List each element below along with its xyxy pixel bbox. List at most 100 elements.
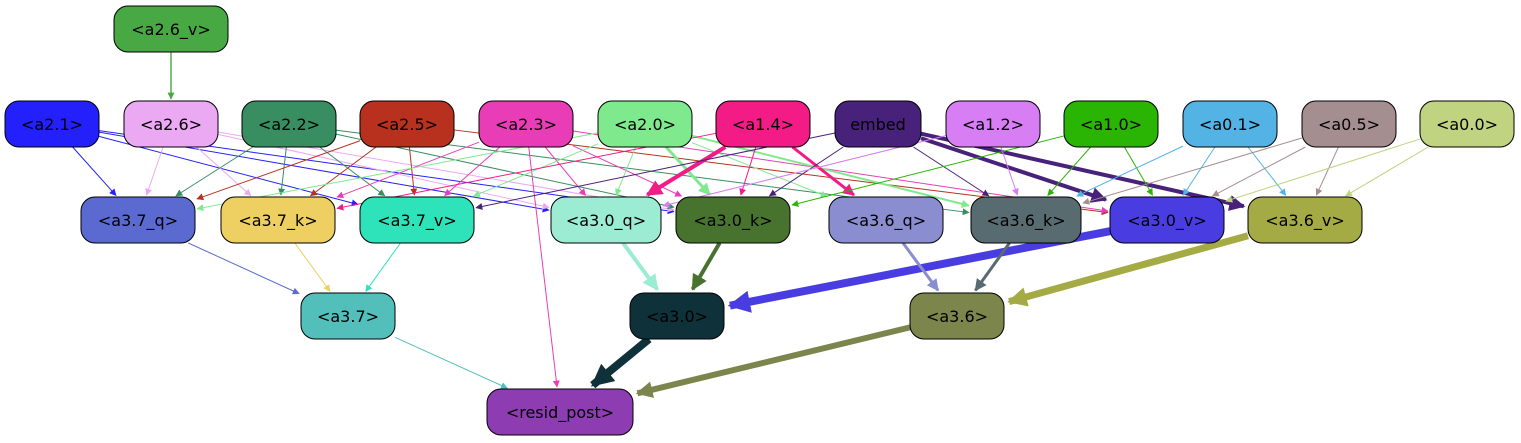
node-a0-1[interactable]: <a0.1> (1182, 100, 1278, 148)
node-label-a3-7-q: <a3.7_q> (98, 211, 178, 231)
edge-a0-5-to-a3-6-k (1082, 137, 1303, 205)
edge-a2-3-to-a3-7-v (444, 146, 501, 197)
node-box-a3-7 (300, 292, 396, 340)
node-label-a0-0: <a0.0> (1436, 115, 1498, 134)
node-a3-6-k[interactable]: <a3.6_k> (970, 196, 1082, 244)
edge-a2-1-to-a3-7-q (72, 146, 117, 196)
node-label-a2-5: <a2.5> (376, 115, 438, 134)
edge-a3-0-to-resid-post (590, 335, 652, 389)
edge-a3-7-k-to-a3-7 (294, 242, 331, 292)
edge-a3-7-to-resid-post (394, 336, 508, 389)
node-a2-6-v[interactable]: <a2.6_v> (113, 5, 229, 53)
node-label-a3-6-q: <a3.6_q> (846, 211, 926, 231)
node-a1-0[interactable]: <a1.0> (1063, 100, 1159, 148)
node-a3-7-v[interactable]: <a3.7_v> (359, 196, 475, 244)
edge-a2-5-to-a3-7-v (408, 146, 418, 196)
node-a3-0-q[interactable]: <a3.0_q> (550, 196, 662, 244)
edge-a2-6-to-a3-7-q (145, 146, 164, 196)
node-a0-0[interactable]: <a0.0> (1419, 100, 1515, 148)
node-a3-6-v[interactable]: <a3.6_v> (1247, 196, 1363, 244)
edge-a1-0-to-a3-0-v (1123, 146, 1153, 196)
node-a3-0-v[interactable]: <a3.0_v> (1109, 196, 1225, 244)
node-label-embed: embed (850, 115, 906, 134)
edge-embed-to-a3-6-k (913, 146, 990, 197)
node-label-a0-1: <a0.1> (1199, 115, 1261, 134)
edge-a1-4-to-a3-0-k (739, 146, 757, 196)
node-label-a3-7-v: <a3.7_v> (377, 211, 457, 231)
node-box-a3-6-q (828, 196, 944, 244)
edge-embed-to-a3-0-v (920, 136, 1108, 203)
nodes-layer: <a2.6_v> <a2.1> <a2.6> <a2.2> <a2.5> <a2.3> <a… (4, 5, 1515, 436)
node-box-a3-0-q (550, 196, 662, 244)
node-label-a1-0: <a1.0> (1080, 115, 1142, 134)
node-label-a3-7: <a3.7> (317, 307, 379, 326)
node-box-a3-0-v (1109, 196, 1225, 244)
node-a2-2[interactable]: <a2.2> (241, 100, 337, 148)
node-label-a1-2: <a1.2> (962, 115, 1024, 134)
node-box-a2-2 (241, 100, 337, 148)
node-label-a2-6: <a2.6> (140, 115, 202, 134)
edge-a2-5-to-a3-7-k (310, 146, 377, 197)
edge-a2-2-to-a3-7-q (175, 146, 254, 197)
node-label-a3-0-v: <a3.0_v> (1127, 211, 1207, 231)
node-a3-6-q[interactable]: <a3.6_q> (828, 196, 944, 244)
node-label-a3-0: <a3.0> (646, 307, 708, 326)
node-a3-6[interactable]: <a3.6> (909, 292, 1005, 340)
node-a2-1[interactable]: <a2.1> (4, 100, 100, 148)
node-box-a3-7-v (359, 196, 475, 244)
node-box-a2-6 (123, 100, 219, 148)
edge-a2-0-to-a3-7-v (472, 143, 599, 197)
node-a2-6[interactable]: <a2.6> (123, 100, 219, 148)
edge-a0-0-to-a3-0-v (1225, 138, 1421, 203)
node-box-a3-6-k (970, 196, 1082, 244)
node-a0-5[interactable]: <a0.5> (1301, 100, 1397, 148)
node-a3-7-k[interactable]: <a3.7_k> (220, 196, 336, 244)
node-label-a2-0: <a2.0> (614, 115, 676, 134)
edge-a0-5-to-a3-0-v (1211, 146, 1306, 197)
node-box-a2-1 (4, 100, 100, 148)
node-label-a3-7-k: <a3.7_k> (238, 211, 317, 231)
node-a1-4[interactable]: <a1.4> (715, 100, 811, 148)
node-box-a2-6-v (113, 5, 229, 53)
node-a2-0[interactable]: <a2.0> (597, 100, 693, 148)
node-box-a2-5 (359, 100, 455, 148)
edge-a3-6-q-to-a3-6 (901, 242, 940, 292)
node-box-a1-0 (1063, 100, 1159, 148)
node-label-a2-6-v: <a2.6_v> (131, 20, 211, 40)
edge-a3-0-k-to-a3-0 (690, 241, 722, 291)
node-a2-5[interactable]: <a2.5> (359, 100, 455, 148)
node-label-resid-post: <resid_post> (506, 403, 614, 423)
node-box-a3-6 (909, 292, 1005, 340)
edge-a2-6-to-a3-7-k (196, 146, 252, 197)
edge-a0-1-to-a3-0-v (1182, 146, 1216, 196)
node-a3-0[interactable]: <a3.0> (629, 292, 725, 340)
node-box-a3-0-k (675, 196, 791, 244)
node-box-a0-1 (1182, 100, 1278, 148)
node-label-a3-0-q: <a3.0_q> (566, 211, 646, 231)
node-box-a3-7-k (220, 196, 336, 244)
node-label-a2-1: <a2.1> (21, 115, 83, 134)
node-box-resid-post (486, 388, 634, 436)
node-label-a2-2: <a2.2> (258, 115, 320, 134)
node-box-a2-3 (478, 100, 574, 148)
node-a1-2[interactable]: <a1.2> (945, 100, 1041, 148)
node-resid-post[interactable]: <resid_post> (486, 388, 634, 436)
node-a3-7-q[interactable]: <a3.7_q> (80, 196, 196, 244)
edge-a3-6-v-to-a3-6 (1007, 232, 1249, 307)
edge-a3-7-v-to-a3-7 (365, 242, 401, 292)
edge-a2-3-to-a3-7-k (336, 141, 480, 199)
node-label-a3-6: <a3.6> (926, 307, 988, 326)
node-box-a0-0 (1419, 100, 1515, 148)
node-a3-7[interactable]: <a3.7> (300, 292, 396, 340)
node-a2-3[interactable]: <a2.3> (478, 100, 574, 148)
edge-a1-4-to-a3-0-q (645, 145, 727, 197)
node-box-embed (834, 100, 922, 148)
node-box-a3-7-q (80, 196, 196, 244)
node-label-a3-6-k: <a3.6_k> (986, 211, 1065, 231)
node-embed[interactable]: embed (834, 100, 922, 148)
edge-a0-0-to-a3-6-v (1345, 146, 1429, 197)
edge-a1-2-to-a3-6-k (1000, 146, 1019, 196)
node-a3-0-k[interactable]: <a3.0_k> (675, 196, 791, 244)
edge-a2-5-to-a3-7-q (196, 140, 361, 201)
edge-a2-0-to-a3-6-q (691, 142, 828, 198)
